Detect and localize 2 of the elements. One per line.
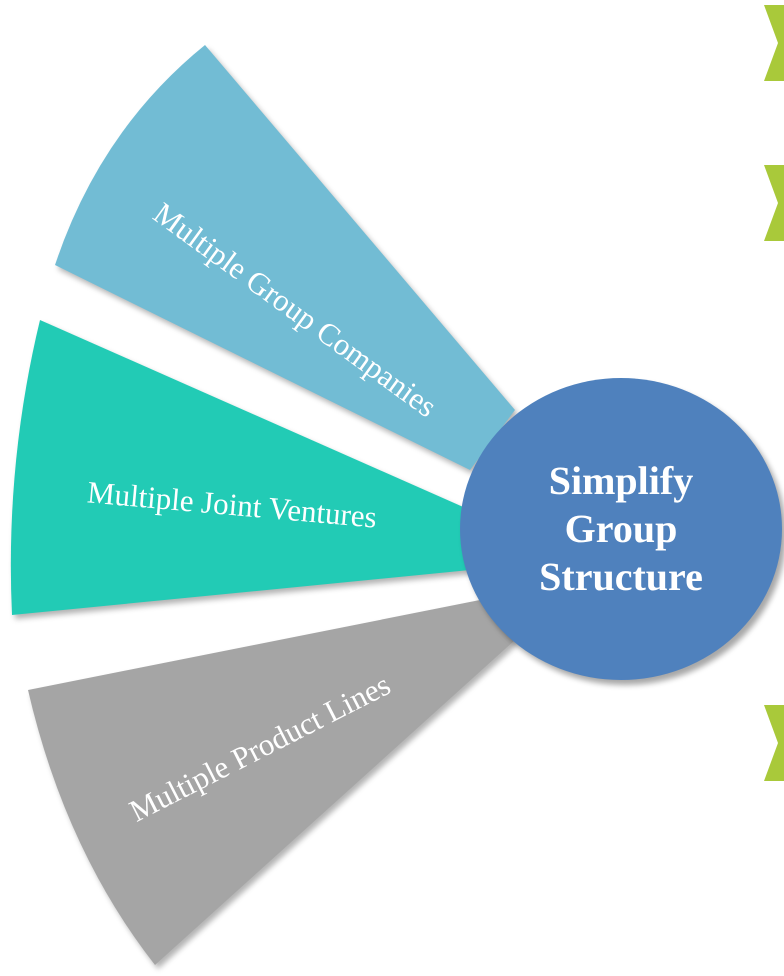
segment-label: Multiple Joint Ventures	[86, 474, 378, 536]
center-label: Simplify Group Structure	[538, 457, 704, 601]
